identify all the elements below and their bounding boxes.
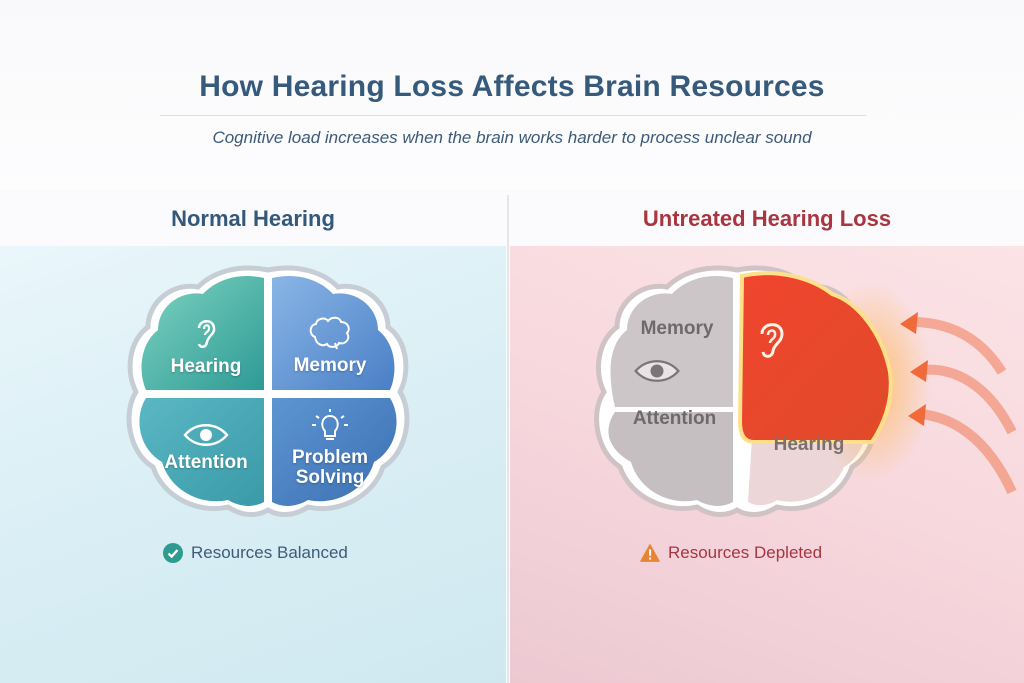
status-balanced: Resources Balanced	[163, 543, 348, 563]
normal-hearing-title: Normal Hearing	[171, 206, 335, 231]
check-circle-icon	[163, 543, 183, 563]
region-memory: Memory	[272, 302, 388, 390]
hearing-loss-brain: Memory Attention Hearing	[582, 262, 1022, 522]
page-subtitle: Cognitive load increases when the brain …	[212, 128, 812, 147]
region-hearing: Hearing	[148, 302, 264, 390]
page-title: How Hearing Loss Affects Brain Resources	[199, 70, 825, 103]
normal-brain: Hearing Memory Attention Problem Solving	[118, 262, 418, 520]
eye-icon	[183, 424, 229, 446]
brain-icon	[309, 316, 350, 350]
region-label: Hearing	[773, 434, 845, 455]
lightbulb-icon	[312, 409, 348, 440]
region-label: Memory	[293, 355, 367, 376]
region-attention: Attention	[617, 404, 732, 434]
hearing-loss-title: Untreated Hearing Loss	[642, 206, 892, 231]
status-text: Resources Depleted	[668, 543, 823, 562]
region-label: Attention	[632, 408, 717, 429]
region-eye	[622, 358, 692, 388]
region-attention: Attention	[148, 398, 264, 498]
region-problem-solving: Problem Solving	[272, 398, 388, 498]
warning-icon	[640, 543, 660, 563]
region-memory: Memory	[622, 314, 732, 344]
ear-icon	[760, 323, 784, 358]
region-label: Memory	[640, 318, 714, 339]
region-label: Attention	[164, 452, 248, 473]
status-text: Resources Balanced	[191, 543, 348, 562]
region-hearing-overloaded	[752, 302, 792, 382]
status-depleted: Resources Depleted	[640, 543, 822, 563]
ear-icon	[197, 320, 216, 348]
header	[0, 0, 1024, 190]
region-label: Hearing	[170, 356, 242, 377]
panel-divider	[507, 195, 509, 683]
title-divider	[160, 115, 866, 116]
eye-icon	[634, 360, 680, 382]
region-label-line2: Solving	[295, 467, 365, 488]
region-hearing: Hearing	[754, 430, 864, 460]
region-label-line1: Problem	[291, 447, 369, 468]
